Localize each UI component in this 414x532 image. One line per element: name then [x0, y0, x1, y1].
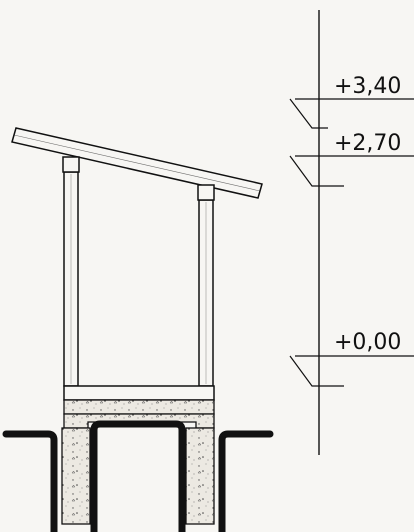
level-marker-3-40: +3,40 — [289, 74, 414, 129]
floor-slab — [63, 399, 215, 415]
right-column — [197, 184, 215, 387]
left-foundation-wall — [61, 427, 91, 525]
level-label-0-00: +0,00 — [334, 330, 401, 355]
right-ground-line — [218, 430, 274, 532]
floor-beam — [63, 385, 215, 401]
right-foundation-wall — [185, 427, 215, 525]
left-column — [62, 156, 80, 387]
left-ground-line — [2, 430, 58, 532]
level-label-2-70: +2,70 — [334, 131, 401, 156]
inner-ground-line — [90, 420, 186, 532]
level-marker-0-00: +0,00 — [289, 330, 414, 387]
level-label-3-40: +3,40 — [334, 74, 401, 99]
level-marker-2-70: +2,70 — [289, 131, 414, 187]
